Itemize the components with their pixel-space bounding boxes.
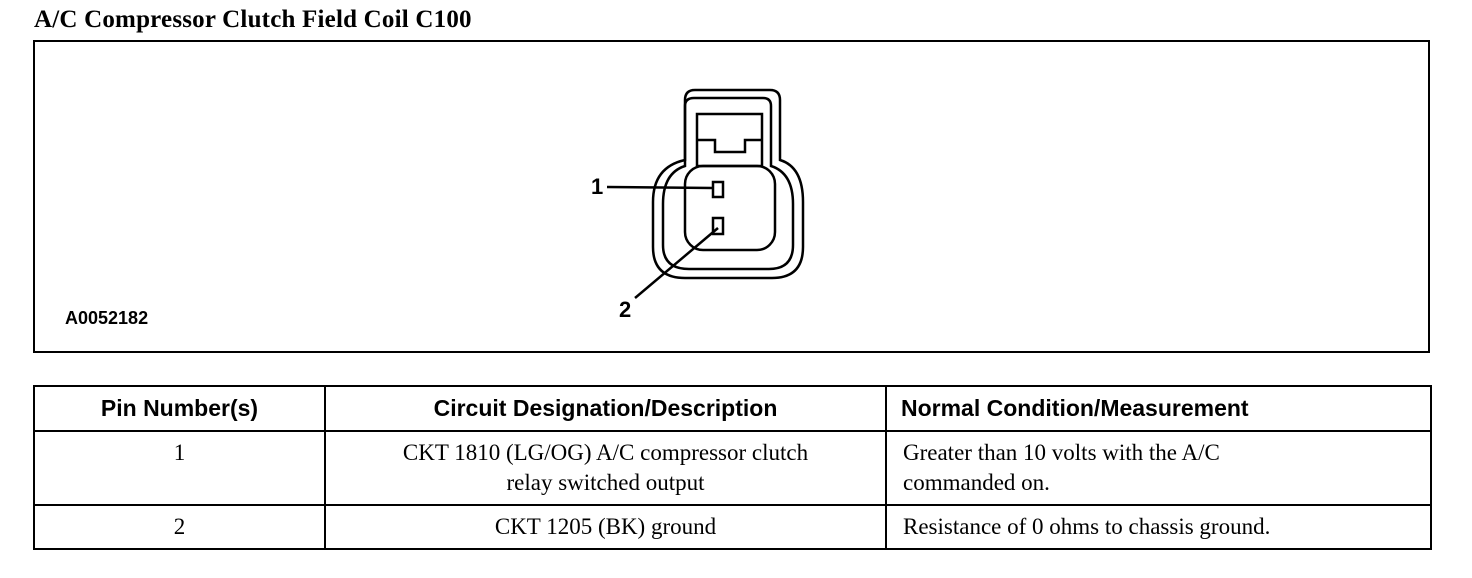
connector-figure: 1 2 A0052182 <box>33 40 1430 353</box>
table-header-row: Pin Number(s) Circuit Designation/Descri… <box>33 385 1432 432</box>
pin-cell: 2 <box>33 504 326 550</box>
header-circuit: Circuit Designation/Description <box>324 385 887 432</box>
callout-2-label: 2 <box>619 297 632 322</box>
pin-cell: 1 <box>33 430 326 506</box>
page-title: A/C Compressor Clutch Field Coil C100 <box>34 6 472 33</box>
circuit-line: relay switched output <box>506 470 705 495</box>
condition-cell: Greater than 10 volts with the A/C comma… <box>885 430 1432 506</box>
header-pin-number: Pin Number(s) <box>33 385 326 432</box>
circuit-cell: CKT 1810 (LG/OG) A/C compressor clutch r… <box>324 430 887 506</box>
callout-1-label: 1 <box>591 174 604 199</box>
pin-1-terminal <box>711 180 725 199</box>
circuit-cell: CKT 1205 (BK) ground <box>324 504 887 550</box>
condition-line: Greater than 10 volts with the A/C <box>903 440 1220 465</box>
circuit-line: CKT 1810 (LG/OG) A/C compressor clutch <box>402 440 809 465</box>
condition-cell: Resistance of 0 ohms to chassis ground. <box>885 504 1432 550</box>
pin-table: Pin Number(s) Circuit Designation/Descri… <box>33 385 1432 550</box>
pin-2-terminal <box>711 216 725 236</box>
table-row: 1 CKT 1810 (LG/OG) A/C compressor clutch… <box>33 430 1432 506</box>
circuit-line: CKT 1205 (BK) ground <box>494 514 717 539</box>
connector-diagram <box>606 88 805 299</box>
locking-tab-notch <box>697 138 762 154</box>
terminal-face <box>683 164 777 252</box>
connector-inner-shell <box>661 96 795 271</box>
callout-2-leader <box>634 227 719 299</box>
header-condition: Normal Condition/Measurement <box>885 385 1432 432</box>
table-row: 2 CKT 1205 (BK) ground Resistance of 0 o… <box>33 504 1432 550</box>
figure-id: A0052182 <box>65 308 149 328</box>
condition-line: commanded on. <box>903 470 1050 495</box>
condition-line: Resistance of 0 ohms to chassis ground. <box>903 514 1271 539</box>
callout-1-leader <box>606 185 714 190</box>
